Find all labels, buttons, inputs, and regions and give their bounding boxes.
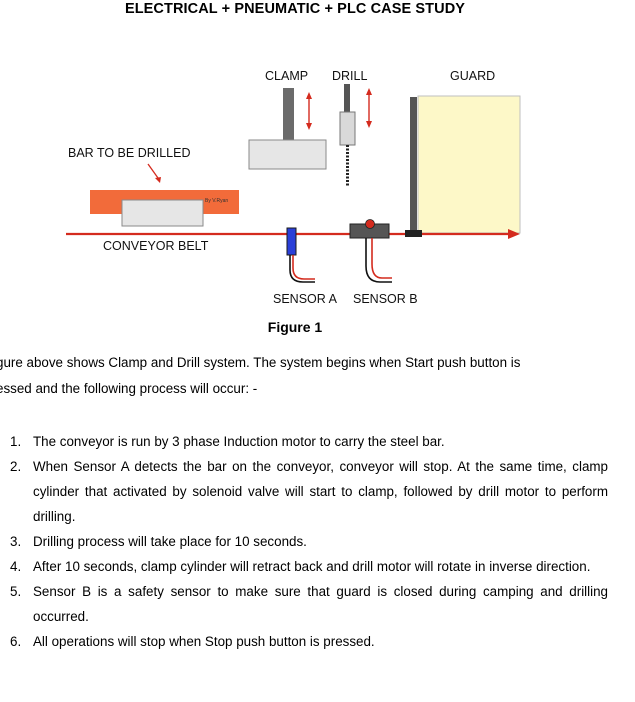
- intro-line-1: gure above shows Clamp and Drill system.…: [0, 350, 608, 376]
- list-item: 4. After 10 seconds, clamp cylinder will …: [0, 554, 608, 579]
- sensor-a-cable-red: [292, 255, 315, 280]
- sensor-b-cable-black: [365, 238, 392, 283]
- step-text: When Sensor A detects the bar on the con…: [33, 459, 608, 524]
- list-item: 5. Sensor B is a safety sensor to make su…: [0, 579, 608, 629]
- clamp-rod: [283, 88, 294, 140]
- step-text: Sensor B is a safety sensor to make sure…: [33, 584, 608, 624]
- step-number: 6.: [10, 634, 22, 649]
- list-item: 3. Drilling process will take place for 1…: [0, 529, 608, 554]
- guard-base: [405, 230, 422, 237]
- sensor-b-knob: [365, 219, 375, 229]
- drill-shaft: [344, 84, 350, 112]
- intro-line-1-text: gure above shows Clamp and Drill system.…: [0, 355, 521, 370]
- guard-post: [410, 97, 417, 232]
- list-item: 6. All operations will stop when Stop pus…: [0, 629, 608, 654]
- step-number: 3.: [10, 534, 22, 549]
- drill-motor: [339, 111, 356, 146]
- conveyor-direction-arrow: [508, 229, 520, 239]
- bar-label: BAR TO BE DRILLED: [68, 146, 191, 160]
- figure-caption: Figure 1: [267, 319, 323, 335]
- intro-paragraph: gure above shows Clamp and Drill system.…: [0, 350, 608, 402]
- step-text: Drilling process will take place for 10 …: [33, 534, 307, 549]
- clamp-block: [248, 139, 327, 170]
- clamp-label: CLAMP: [265, 69, 308, 83]
- list-item: 1. The conveyor is run by 3 phase Inducti…: [0, 429, 608, 454]
- guard-label: GUARD: [450, 69, 495, 83]
- bar-pointer-arrow: [147, 163, 161, 183]
- step-number: 4.: [10, 559, 22, 574]
- list-item: 2. When Sensor A detects the bar on the c…: [0, 454, 608, 529]
- document-title: ELECTRICAL + PNEUMATIC + PLC CASE STUDY: [124, 1, 466, 17]
- step-text: The conveyor is run by 3 phase Induction…: [33, 434, 445, 449]
- clamp-motion-arrow: [306, 92, 312, 130]
- step-number: 1.: [10, 434, 22, 449]
- sensor-a-cable-black: [289, 255, 315, 283]
- drill-motion-arrow: [366, 88, 372, 128]
- drill-label: DRILL: [332, 69, 367, 83]
- clamp-drill-diagram: By V.Ryan BAR TO BE DRILLED CONVEYOR BEL…: [66, 69, 521, 306]
- process-steps-list: 1. The conveyor is run by 3 phase Inducti…: [0, 429, 608, 654]
- step-text: After 10 seconds, clamp cylinder will re…: [33, 559, 591, 574]
- watermark-text: By V.Ryan: [205, 198, 228, 204]
- step-text: All operations will stop when Stop push …: [33, 634, 375, 649]
- step-number: 2.: [10, 459, 22, 474]
- sensor-a-body: [286, 227, 297, 256]
- step-number: 5.: [10, 584, 22, 599]
- sensor-a-label: SENSOR A: [273, 292, 338, 306]
- guard-panel: [417, 95, 521, 234]
- sensor-b-cable-red: [371, 238, 392, 279]
- intro-line-2: essed and the following process will occ…: [0, 381, 258, 396]
- conveyor-label: CONVEYOR BELT: [103, 239, 209, 253]
- workpiece-block: [121, 199, 204, 227]
- sensor-b-label: SENSOR B: [353, 292, 418, 306]
